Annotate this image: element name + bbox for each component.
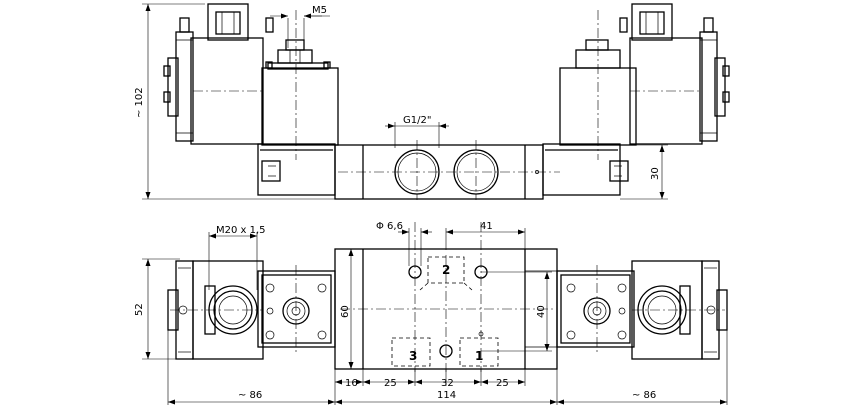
dimension-label-25-left: 25 (384, 378, 397, 389)
dimension-overall: ~ 86 114 ~ 86 (167, 330, 728, 405)
left-operator-plan (257, 265, 336, 355)
dimension-g12: G1/2" (385, 115, 449, 148)
dimension-label-86-right: ~ 86 (632, 390, 656, 401)
dimension-height-40: 40 (481, 271, 552, 352)
left-coil-plan (167, 260, 264, 360)
dimension-height-52: 52 (134, 258, 180, 360)
right-operator-front (542, 10, 637, 196)
dimension-label-g12: G1/2" (403, 115, 431, 126)
dimension-label-102: ~ 102 (134, 87, 145, 118)
dimension-bottom-chain: 16 25 32 25 (334, 369, 558, 405)
left-operator-front (257, 10, 339, 196)
dimension-label-86-left: ~ 86 (238, 390, 262, 401)
dimension-height-102: ~ 102 (134, 3, 335, 200)
dimension-height-30: 30 (620, 144, 668, 200)
dimension-label-41: 41 (480, 221, 493, 232)
dimension-label-m5: M5 (312, 5, 327, 16)
plan-view: 2 3 1 (134, 221, 728, 405)
port-label-2: 2 (442, 263, 450, 277)
dimension-phi: Φ 6,6 (376, 221, 432, 266)
right-coil-plan (631, 260, 728, 360)
dimension-41: 41 (445, 221, 526, 250)
dimension-label-52: 52 (134, 303, 145, 316)
dimension-label-114: 114 (437, 390, 456, 401)
front-view: M5 G1/2" ~ 102 30 (134, 3, 730, 200)
port-label-3: 3 (409, 349, 417, 363)
right-coil-front (619, 3, 730, 145)
dimension-label-m20: M20 x 1,5 (216, 225, 266, 236)
dimension-label-30: 30 (650, 167, 661, 180)
left-coil-front (163, 3, 274, 145)
right-operator-plan (556, 265, 635, 355)
dimension-label-60: 60 (340, 305, 351, 318)
dimension-m5: M5 (270, 5, 330, 48)
dimension-label-32: 32 (441, 378, 454, 389)
port-label-1: 1 (475, 349, 483, 363)
dimension-m20: M20 x 1,5 (208, 225, 266, 290)
valve-body-front (334, 140, 560, 200)
dimension-label-phi: Φ 6,6 (376, 221, 403, 232)
dimension-label-40: 40 (536, 305, 547, 318)
dimension-height-60: 60 (340, 248, 362, 370)
dimension-label-16: 16 (345, 378, 358, 389)
dimension-label-25-right: 25 (496, 378, 509, 389)
